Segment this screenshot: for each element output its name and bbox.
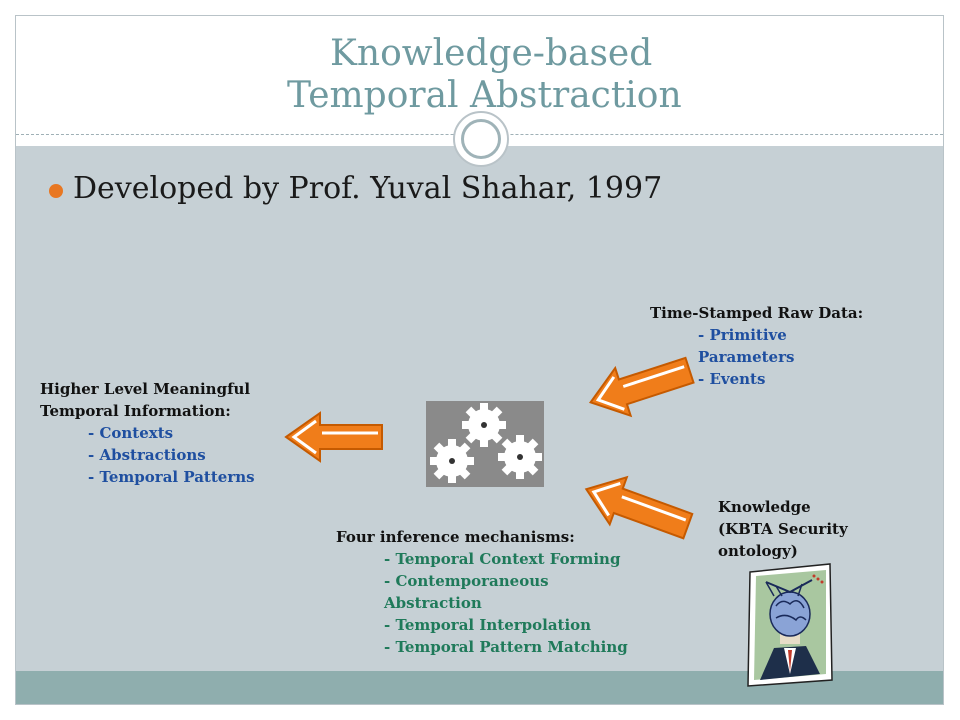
inference-item: - Temporal Context Forming [384,550,621,568]
bullet-dot-icon [49,184,63,198]
bullet-text: Developed by Prof. Yuval Shahar, 1997 [73,171,663,206]
inference-item: - Temporal Interpolation [384,616,592,634]
raw-data-label: Time-Stamped Raw Data: - Primitive Param… [650,302,863,390]
output-item: - Temporal Patterns [88,468,255,486]
inference-label: Four inference mechanisms: - Temporal Co… [336,526,628,658]
output-heading-line1: Higher Level Meaningful [40,380,251,398]
inference-heading: Four inference mechanisms: [336,528,575,546]
output-item: - Contexts [88,424,174,442]
output-label: Higher Level Meaningful Temporal Informa… [40,378,255,488]
inference-item: - Temporal Pattern Matching [384,638,628,656]
knowledge-line: ontology) [718,542,798,560]
inference-item: - Contemporaneous [384,572,549,590]
orange-arrow-icon [588,356,695,418]
inference-item: Abstraction [384,594,482,612]
orange-arrow-icon [584,475,694,540]
output-item: - Abstractions [88,446,206,464]
knowledge-label: Knowledge (KBTA Security ontology) [718,496,848,562]
gears-icon [426,401,544,487]
slide-title-line1: Knowledge-based [330,33,653,74]
slide-title-line2: Temporal Abstraction [287,75,682,116]
slide-frame: Knowledge-based Temporal Abstraction Dev… [15,15,944,705]
raw-data-item: Parameters [698,348,795,366]
raw-data-item: - Events [698,370,766,388]
knowledge-line: Knowledge [718,498,811,516]
raw-data-item: - Primitive [698,326,787,344]
raw-data-heading: Time-Stamped Raw Data: [650,304,864,322]
knowledge-line: (KBTA Security [718,520,848,538]
orange-arrow-icon [284,411,383,463]
decorative-ring-icon [453,111,509,167]
brain-figure-icon [747,563,833,687]
output-heading-line2: Temporal Information: [40,402,231,420]
